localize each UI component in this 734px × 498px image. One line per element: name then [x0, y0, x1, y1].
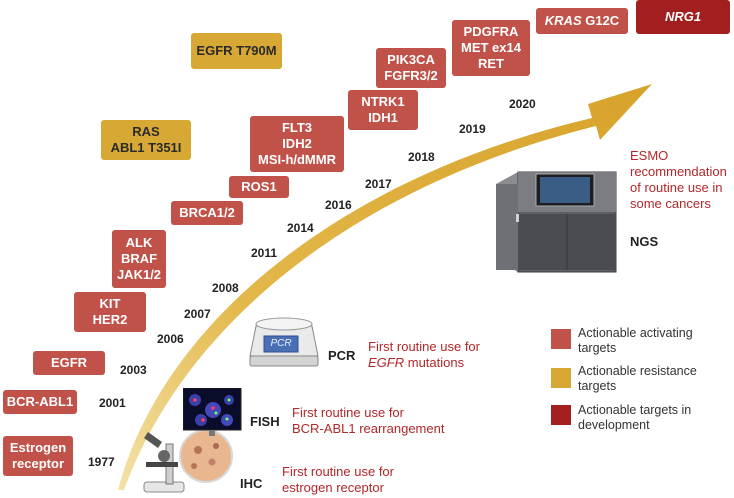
caption-line: First routine use for: [282, 464, 394, 479]
year-label: 2020: [509, 97, 536, 111]
year-label: 2018: [408, 150, 435, 164]
target-pik3ca-fgfr: PIK3CA FGFR3/2: [376, 48, 446, 88]
target-kras-g12c: KRAS G12C: [536, 8, 628, 34]
target-ntrk1-idh1: NTRK1 IDH1: [348, 90, 418, 130]
target-label: ABL1 T351I: [110, 140, 182, 155]
ngs-label: NGS: [630, 234, 659, 249]
target-label: IDH1: [368, 110, 398, 125]
target-label: RAS: [132, 124, 160, 139]
fish-caption: First routine use for BCR-ABL1 rearrange…: [292, 405, 444, 437]
target-ros1: ROS1: [229, 176, 289, 198]
target-label: BRCA1/2: [179, 205, 235, 220]
target-label: PIK3CA: [387, 52, 435, 67]
ihc-label: IHC: [240, 476, 263, 491]
legend-swatch-development: [551, 405, 571, 425]
year-label: 2003: [120, 363, 147, 377]
year-label: 2008: [212, 281, 239, 295]
year-label: 2016: [325, 198, 352, 212]
caption-italic: EGFR: [368, 355, 405, 370]
target-label: Estrogen: [9, 440, 67, 455]
legend-label-resistance: Actionable resistance targets: [578, 364, 697, 394]
caption-line: ESMO: [630, 148, 669, 163]
target-label: PDGFRA: [463, 24, 519, 39]
target-label: RET: [478, 56, 504, 71]
target-estrogen-receptor: Estrogen receptor: [3, 436, 73, 476]
target-label: ROS1: [241, 179, 277, 194]
legend-line: Actionable targets in: [578, 403, 692, 417]
caption-line: First routine use for: [368, 339, 480, 354]
target-brca: BRCA1/2: [171, 201, 243, 225]
target-label: MET ex14: [461, 40, 521, 55]
year-label: 2017: [365, 177, 392, 191]
target-label: MSI-h/dMMR: [258, 152, 336, 167]
legend-label-activating: Actionable activating targets: [578, 326, 693, 356]
target-label: KIT: [99, 296, 121, 311]
target-label: EGFR: [50, 355, 88, 370]
target-flt3-idh2-msi: FLT3 IDH2 MSI-h/dMMR: [250, 116, 344, 172]
legend-line: targets: [578, 379, 617, 393]
caption-line: estrogen receptor: [282, 480, 384, 495]
caption-line: BCR-ABL1 rearrangement: [292, 421, 445, 436]
ihc-caption: First routine use for estrogen receptor: [282, 464, 394, 496]
target-label: NRG1: [664, 9, 702, 24]
legend-swatch-resistance: [551, 368, 571, 388]
target-kit-her2: KIT HER2: [74, 292, 146, 332]
pcr-machine-graphic: [249, 317, 319, 367]
pcr-screen-text: PCR: [270, 338, 292, 349]
target-label: EGFR T790M: [196, 43, 277, 58]
target-label: BRAF: [120, 251, 158, 266]
year-label: 2019: [459, 122, 486, 136]
year-label: 1977: [88, 455, 115, 469]
ngs-caption: ESMO recommendation of routine use in so…: [630, 148, 727, 212]
pcr-label: PCR: [328, 348, 356, 363]
target-egfr: EGFR: [33, 351, 105, 375]
ngs-sequencer-icon: [496, 171, 617, 273]
legend-line: development: [578, 418, 650, 432]
fluorescence-image-icon: [183, 388, 242, 436]
target-label: IDH2: [282, 136, 312, 151]
target-label: NTRK1: [361, 94, 405, 109]
target-bcr-abl1: BCR-ABL1: [3, 390, 77, 414]
target-label: BCR-ABL1: [6, 394, 74, 409]
caption-line: recommendation: [630, 164, 727, 179]
legend-line: Actionable resistance: [578, 364, 697, 378]
legend-swatch-activating: [551, 329, 571, 349]
caption-line: First routine use for: [292, 405, 404, 420]
year-label: 2014: [287, 221, 314, 235]
fish-label: FISH: [250, 414, 280, 429]
target-label: HER2: [92, 312, 128, 327]
target-label: G12C: [581, 13, 620, 28]
target-label: receptor: [11, 456, 65, 471]
target-label: FLT3: [281, 120, 313, 135]
legend-label-development: Actionable targets in development: [578, 403, 691, 433]
year-label: 2011: [251, 246, 278, 260]
legend-line: Actionable activating: [578, 326, 693, 340]
year-label: 2001: [99, 396, 126, 410]
pcr-machine-icon: PCR: [248, 312, 320, 368]
microscope-icon: [143, 429, 233, 493]
caption-line: EGFR mutations: [368, 355, 480, 371]
target-pdgfra-met-ret: PDGFRA MET ex14 RET: [452, 20, 530, 76]
target-egfr-t790m: EGFR T790M: [191, 33, 282, 69]
caption-line: of routine use in: [630, 180, 723, 195]
year-label: 2006: [157, 332, 184, 346]
target-label: FGFR3/2: [384, 68, 438, 83]
caption-rest: mutations: [404, 355, 465, 370]
year-label: 2007: [184, 307, 211, 321]
caption-line: some cancers: [630, 196, 711, 211]
target-label: ALK: [125, 235, 153, 250]
legend-line: targets: [578, 341, 617, 355]
target-nrg1: NRG1: [636, 0, 730, 34]
target-alk-braf-jak: ALK BRAF JAK1/2: [112, 230, 166, 288]
target-ras-abl1: RAS ABL1 T351I: [101, 120, 191, 160]
target-label-italic: KRAS: [544, 13, 582, 28]
target-label: JAK1/2: [116, 267, 162, 282]
pcr-caption: First routine use for EGFR mutations: [368, 339, 480, 371]
